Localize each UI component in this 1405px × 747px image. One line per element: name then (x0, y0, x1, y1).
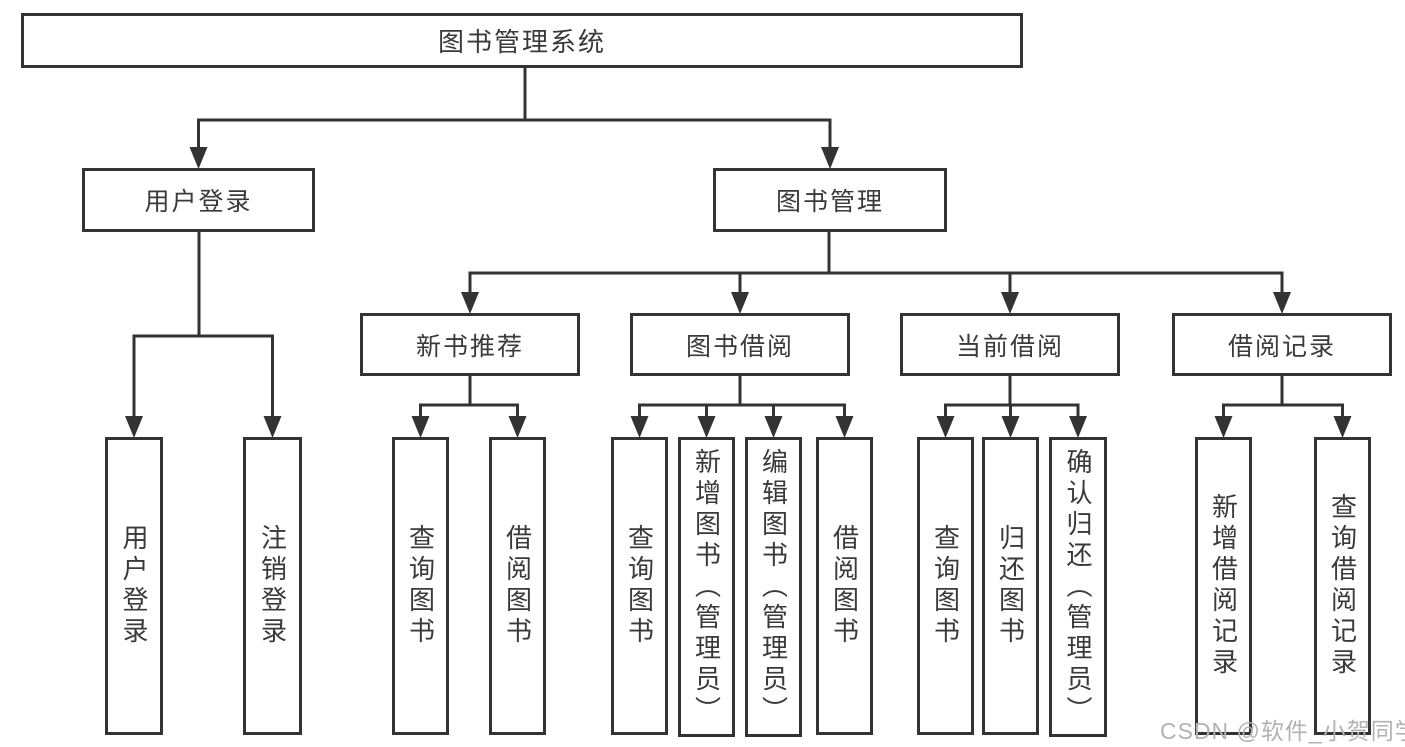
node-bor_q: 查询图书 (611, 437, 668, 735)
csdn-watermark: CSDN @软件_小贺同学 (1160, 718, 1405, 744)
node-label-login: 用户登录 (144, 188, 253, 216)
node-rec: 新书推荐 (360, 313, 580, 376)
node-label-recd_add: 新增借阅记录 (1208, 493, 1239, 679)
node-label-root: 图书管理系统 (437, 27, 606, 57)
node-label-borrow: 图书借阅 (685, 332, 794, 361)
node-rec_q: 查询图书 (392, 437, 449, 735)
node-bor_b: 借阅图书 (816, 437, 873, 735)
node-label-rec_b: 借阅图书 (502, 524, 533, 648)
node-label-bor_add: 新增图书（管理员） (691, 447, 722, 727)
node-label-rec_q: 查询图书 (405, 524, 436, 648)
node-label-login_out: 注销登录 (257, 524, 288, 648)
node-bor_edit: 编辑图书（管理员） (745, 437, 802, 737)
node-label-records: 借阅记录 (1227, 332, 1336, 361)
node-label-bor_q: 查询图书 (624, 524, 655, 648)
node-label-login_do: 用户登录 (119, 524, 149, 648)
node-borrow: 图书借阅 (630, 313, 850, 376)
node-recd_add: 新增借阅记录 (1195, 437, 1252, 735)
connector-records (1214, 374, 1352, 438)
node-label-recd_q: 查询借阅记录 (1327, 493, 1358, 679)
node-label-rec: 新书推荐 (415, 332, 524, 361)
node-recd_q: 查询借阅记录 (1314, 437, 1371, 735)
node-label-current: 当前借阅 (955, 332, 1064, 361)
node-records: 借阅记录 (1172, 313, 1392, 376)
node-rec_b: 借阅图书 (489, 437, 546, 735)
connector-mgmt (461, 230, 1291, 314)
node-cur_ret: 归还图书 (982, 437, 1039, 735)
node-label-cur_ret: 归还图书 (995, 524, 1026, 648)
node-current: 当前借阅 (900, 313, 1120, 376)
node-cur_conf: 确认归还（管理员） (1049, 437, 1107, 737)
connector-login (125, 230, 282, 438)
connector-root (189, 66, 839, 169)
node-mgmt: 图书管理 (713, 168, 947, 232)
node-bor_add: 新增图书（管理员） (678, 437, 735, 737)
node-label-bor_edit: 编辑图书（管理员） (758, 447, 789, 727)
node-label-cur_q: 查询图书 (930, 524, 961, 648)
node-login: 用户登录 (82, 168, 315, 232)
node-label-cur_conf: 确认归还（管理员） (1063, 447, 1093, 727)
connector-rec (411, 374, 527, 438)
node-cur_q: 查询图书 (917, 437, 974, 735)
node-root: 图书管理系统 (21, 13, 1023, 68)
node-label-bor_b: 借阅图书 (829, 524, 860, 648)
connector-current (936, 374, 1087, 438)
connector-borrow (630, 374, 854, 438)
node-label-mgmt: 图书管理 (775, 188, 884, 216)
node-login_out: 注销登录 (243, 437, 302, 735)
node-login_do: 用户登录 (105, 437, 163, 735)
